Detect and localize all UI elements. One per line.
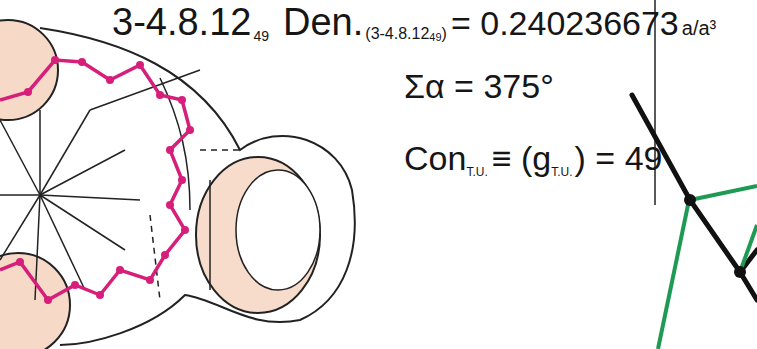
density-subscript: (3-4.8.12	[365, 25, 429, 43]
density-unit: a/a³	[682, 17, 716, 39]
tiling-name: 3-4.8.12	[112, 2, 251, 44]
connectivity-subscript: T.U.	[551, 166, 572, 179]
angle-sum: Σα = 375°	[404, 68, 554, 105]
density-value: = 0.240236673	[451, 5, 679, 42]
connectivity-subscript: T.U.	[466, 166, 487, 179]
text-row: 3-4.8.1249Den.(3-4.8.1249)= 0.240236673a…	[112, 2, 716, 44]
connectivity-label: Con	[404, 140, 466, 177]
text-row: ConT.U.≡ (gT.U.) = 49	[404, 140, 662, 177]
tiling-subscript: 49	[253, 29, 269, 44]
density-subscript: )	[442, 25, 447, 43]
density-subscript-index: 49	[429, 31, 441, 43]
connectivity-value: ) = 49	[575, 140, 663, 177]
density-label: Den.	[283, 2, 363, 44]
connectivity-label: ≡ (g	[492, 140, 552, 177]
text-row: Σα = 375°	[404, 68, 554, 105]
